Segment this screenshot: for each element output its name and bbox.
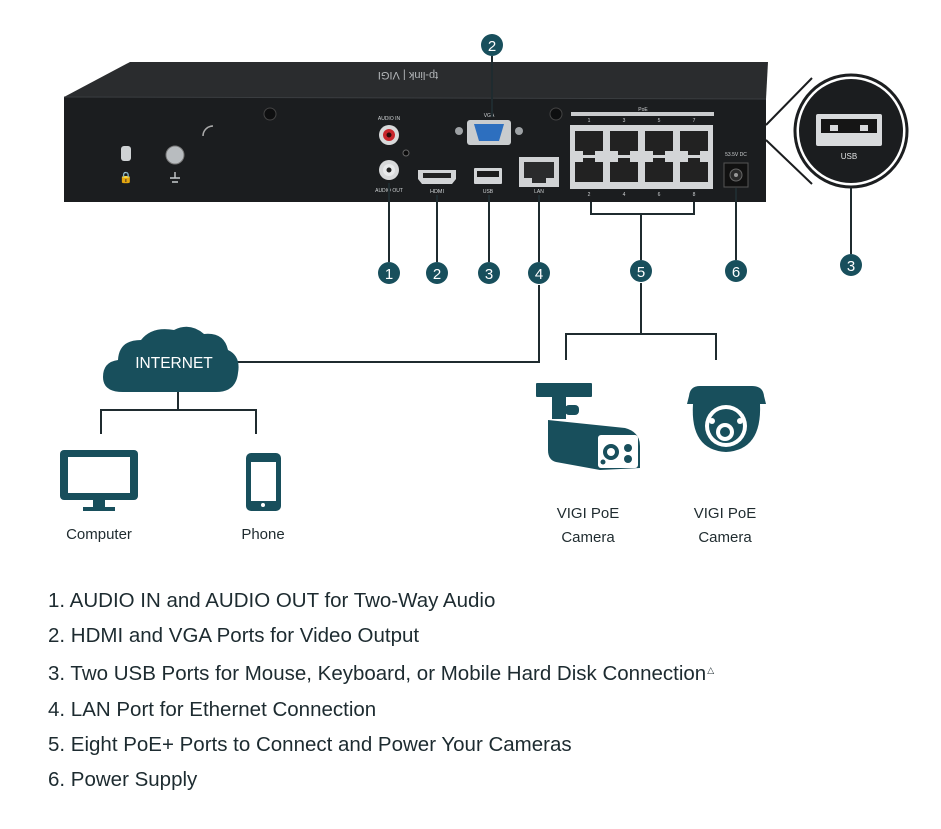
legend-item-4: 4. LAN Port for Ethernet Connection: [48, 697, 377, 721]
lan-label: LAN: [534, 189, 544, 195]
turret-camera-icon: [687, 386, 766, 452]
usb-label: USB: [483, 189, 494, 195]
turret-camera-label: VIGI PoE Camera: [670, 502, 780, 550]
poe-port-number: 4: [623, 192, 626, 198]
legend-item-2: 2. HDMI and VGA Ports for Video Output: [48, 624, 420, 648]
turret-camera-label-line-1: VIGI PoE: [693, 505, 757, 522]
callout-2: [426, 262, 448, 284]
bullet-camera-icon: [536, 383, 640, 470]
usb-zoom-label: USB: [841, 152, 857, 161]
callout-3-number: 3: [485, 266, 493, 283]
vga-label: VGA: [484, 113, 495, 119]
audio-led: [402, 149, 410, 157]
hdmi-label: HDMI: [430, 189, 445, 195]
poe-strip: [571, 112, 714, 116]
callout-5: [630, 260, 652, 282]
computer-label: Computer: [66, 526, 132, 543]
poe-port-number: 2: [588, 192, 591, 198]
power-label: 53.5V DC: [725, 152, 747, 158]
screw: [549, 107, 563, 121]
bullet-camera-label-line-1: VIGI PoE: [556, 505, 620, 522]
turret-camera-label-line-2: Camera: [698, 529, 752, 546]
callout-top-2: [481, 34, 503, 56]
poe-label: PoE: [638, 107, 648, 113]
audio-in-label: AUDIO IN: [378, 116, 401, 122]
port-legend: 1. AUDIO IN and AUDIO OUT for Two-Way Au…: [48, 583, 714, 797]
phone-label: Phone: [241, 526, 285, 543]
poe-port-number: 7: [693, 118, 696, 124]
callout-1-number: 1: [385, 266, 393, 283]
callout-2-number: 2: [433, 266, 441, 283]
callout-6-number: 6: [732, 264, 740, 281]
poe-port-number: 5: [658, 118, 661, 124]
callout-badges: 1 2 3 4 5 6 2 3: [378, 34, 862, 284]
nvr-device: tp-link | VIGI 🔒 AUDIO IN AUDIO OUT VGA …: [63, 62, 768, 202]
bullet-camera-label-line-2: Camera: [561, 529, 615, 546]
footnote-mark: △: [707, 665, 715, 676]
bullet-camera-label: VIGI PoE Camera: [533, 502, 643, 550]
computer-icon: [60, 450, 138, 511]
callout-1: [378, 262, 400, 284]
poe-port-block: [570, 125, 713, 189]
legend-item-3: 3. Two USB Ports for Mouse, Keyboard, or…: [48, 653, 714, 691]
callout-3: [478, 262, 500, 284]
network-lines: [100, 283, 717, 434]
usb-zoom-callout: USB: [765, 73, 909, 189]
internet-label: INTERNET: [135, 355, 213, 372]
internet-cloud: INTERNET: [103, 326, 239, 392]
callout-4-number: 4: [535, 266, 543, 283]
leader-lines: [388, 56, 852, 262]
poe-port-number: 8: [693, 192, 696, 198]
legend-item-5: 5. Eight PoE+ Ports to Connect and Power…: [48, 732, 572, 756]
callout-5-number: 5: [637, 264, 645, 281]
kensington-lock-slot: [121, 146, 131, 161]
legend-item-3-text: 3. Two USB Ports for Mouse, Keyboard, or…: [48, 662, 707, 686]
ground-screw: [165, 145, 185, 165]
ground-icon: [170, 172, 180, 183]
callout-usb-3: [840, 254, 862, 276]
lock-icon: 🔒: [119, 171, 133, 184]
phone-icon: [246, 453, 281, 511]
poe-port-number: 3: [623, 118, 626, 124]
callout-4: [528, 262, 550, 284]
legend-item-1: 1. AUDIO IN and AUDIO OUT for Two-Way Au…: [48, 589, 496, 612]
screw: [263, 107, 277, 121]
callout-top-2-number: 2: [488, 38, 496, 55]
vent-arc: [202, 125, 214, 137]
poe-port-number: 1: [588, 118, 591, 124]
callout-usb-3-number: 3: [847, 258, 855, 275]
callout-6: [725, 260, 747, 282]
brand-logo: tp-link | VIGI: [378, 69, 438, 81]
legend-item-6: 6. Power Supply: [48, 768, 198, 792]
poe-port-number: 6: [658, 192, 661, 198]
